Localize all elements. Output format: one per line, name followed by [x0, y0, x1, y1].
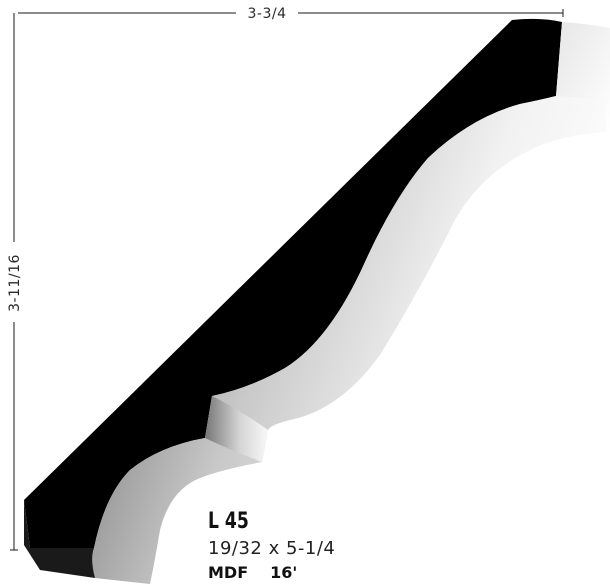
- width-dimension-label: 3-3/4: [248, 6, 287, 22]
- molding-profile-face: [92, 96, 606, 584]
- product-info: L 45 19/32 x 5-1/4 MDF 16': [208, 508, 335, 584]
- product-code: L 45: [208, 509, 249, 534]
- height-dimension: 3-11/16: [7, 13, 23, 551]
- height-dimension-label: 3-11/16: [7, 254, 23, 312]
- molding-back-surface: [24, 18, 562, 548]
- molding-left-end: [24, 500, 95, 578]
- molding-cove-highlight: [205, 396, 268, 462]
- molding-end-cap: [556, 22, 610, 132]
- width-dimension: 3-3/4: [18, 6, 564, 22]
- product-spec: MDF 16': [208, 562, 335, 584]
- product-length: 16': [270, 563, 298, 582]
- product-material: MDF: [208, 563, 249, 582]
- product-size: 19/32 x 5-1/4: [208, 538, 336, 559]
